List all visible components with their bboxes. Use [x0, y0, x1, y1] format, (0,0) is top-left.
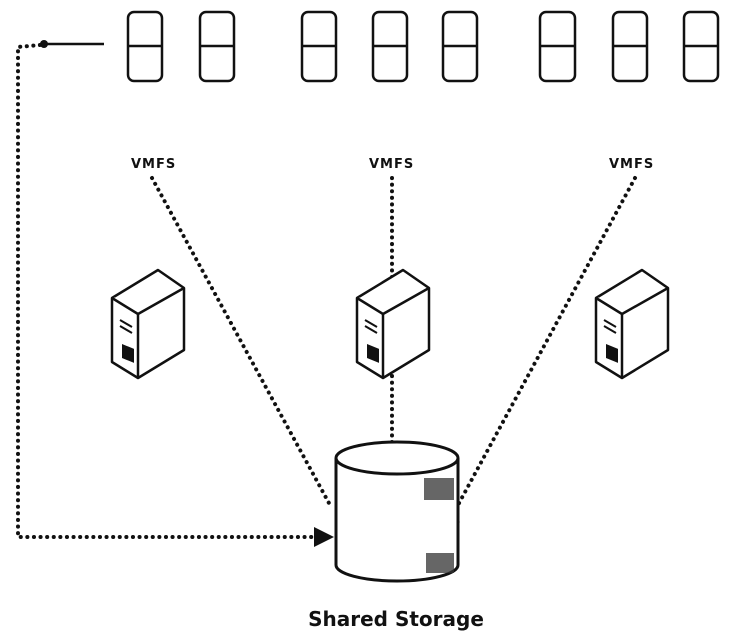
vm-box	[611, 10, 649, 83]
vm-box	[198, 10, 236, 83]
server-icon	[594, 268, 670, 380]
vm-box	[300, 10, 338, 83]
vm-box	[538, 10, 577, 83]
vmfs-path-left	[150, 176, 357, 532]
vmfs-label: VMFS	[131, 157, 176, 172]
vm-box	[682, 10, 720, 83]
storage-cylinder-icon	[334, 440, 460, 583]
vmfs-label: VMFS	[369, 157, 414, 172]
vmfs-label: VMFS	[609, 157, 654, 172]
left-connector	[16, 40, 334, 547]
vm-group-1	[126, 10, 236, 83]
storage-label: Shared Storage	[308, 607, 484, 631]
vm-group-2	[300, 10, 479, 83]
server-icon	[355, 268, 431, 380]
server-icon	[110, 268, 186, 380]
vm-box	[126, 10, 164, 83]
arrow-right-icon	[314, 527, 334, 547]
vm-box	[371, 10, 409, 83]
vm-box	[441, 10, 479, 83]
vm-group-3	[538, 10, 720, 83]
